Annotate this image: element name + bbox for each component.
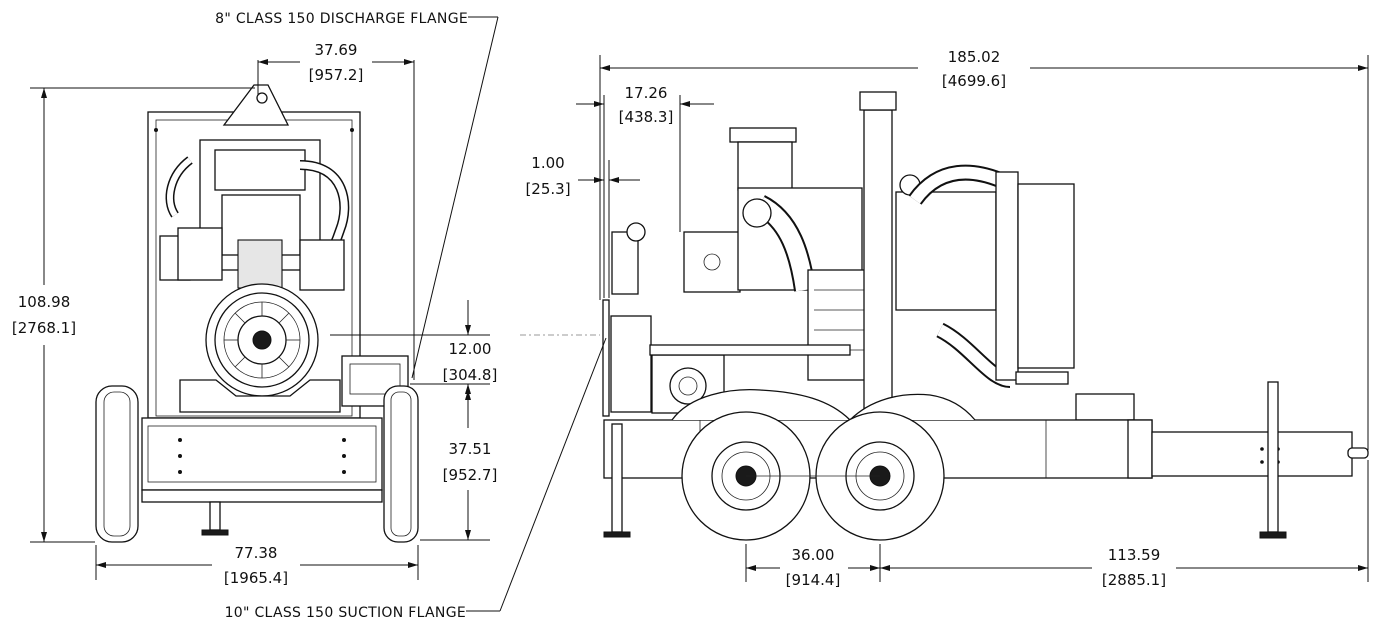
tongue-jack — [1267, 381, 1279, 533]
top-width-inch: 37.69 — [315, 41, 358, 59]
suction-height-inch: 37.51 — [449, 440, 492, 458]
front-deck — [141, 417, 383, 491]
flange-plate — [602, 299, 610, 417]
width-mm: [1965.4] — [224, 569, 288, 587]
flange-notes: 8" CLASS 150 DISCHARGE FLANGE 10" CLASS … — [215, 11, 607, 621]
radiator — [995, 171, 1019, 381]
suction-flange-note: 10" CLASS 150 SUCTION FLANGE — [225, 605, 466, 621]
side-dimensions: 185.02 [4699.6] 17.26 [438.3] 1.00 [25.3… — [520, 48, 1369, 589]
control-panel — [683, 231, 741, 293]
discharge-offset-mm: [438.3] — [619, 108, 674, 126]
axle-spacing-mm: [914.4] — [786, 571, 841, 589]
air-cleaner — [729, 127, 797, 143]
suction-height-mm: [952.7] — [443, 466, 498, 484]
front-view — [95, 84, 419, 543]
side-view — [602, 91, 1369, 541]
offset-inch: 12.00 — [449, 340, 492, 358]
height-mm: [2768.1] — [12, 319, 76, 337]
length-mm: [4699.6] — [942, 72, 1006, 90]
width-inch: 77.38 — [235, 544, 278, 562]
left-tire — [95, 385, 139, 543]
flange-thk-inch: 1.00 — [531, 154, 564, 172]
lifting-mast — [863, 109, 893, 411]
front-dimensions: 37.69 [957.2] 108.98 [2768.1] 12.00 [304… — [12, 41, 497, 587]
right-tire — [383, 385, 419, 543]
front-jack — [209, 501, 221, 531]
discharge-offset-inch: 17.26 — [625, 84, 668, 102]
filter-canister — [611, 231, 639, 295]
top-width-mm: [957.2] — [309, 66, 364, 84]
axle-hitch-inch: 113.59 — [1108, 546, 1161, 564]
rear-jack — [611, 423, 623, 533]
discharge-flange-note: 8" CLASS 150 DISCHARGE FLANGE — [215, 11, 468, 27]
axle-hitch-mm: [2885.1] — [1102, 571, 1166, 589]
length-inch: 185.02 — [948, 48, 1001, 66]
offset-mm: [304.8] — [443, 366, 498, 384]
flange-thk-mm: [25.3] — [525, 180, 570, 198]
axle-spacing-inch: 36.00 — [792, 546, 835, 564]
trailer-tongue — [1151, 431, 1353, 477]
height-inch: 108.98 — [18, 293, 71, 311]
lifting-bail — [222, 84, 290, 126]
